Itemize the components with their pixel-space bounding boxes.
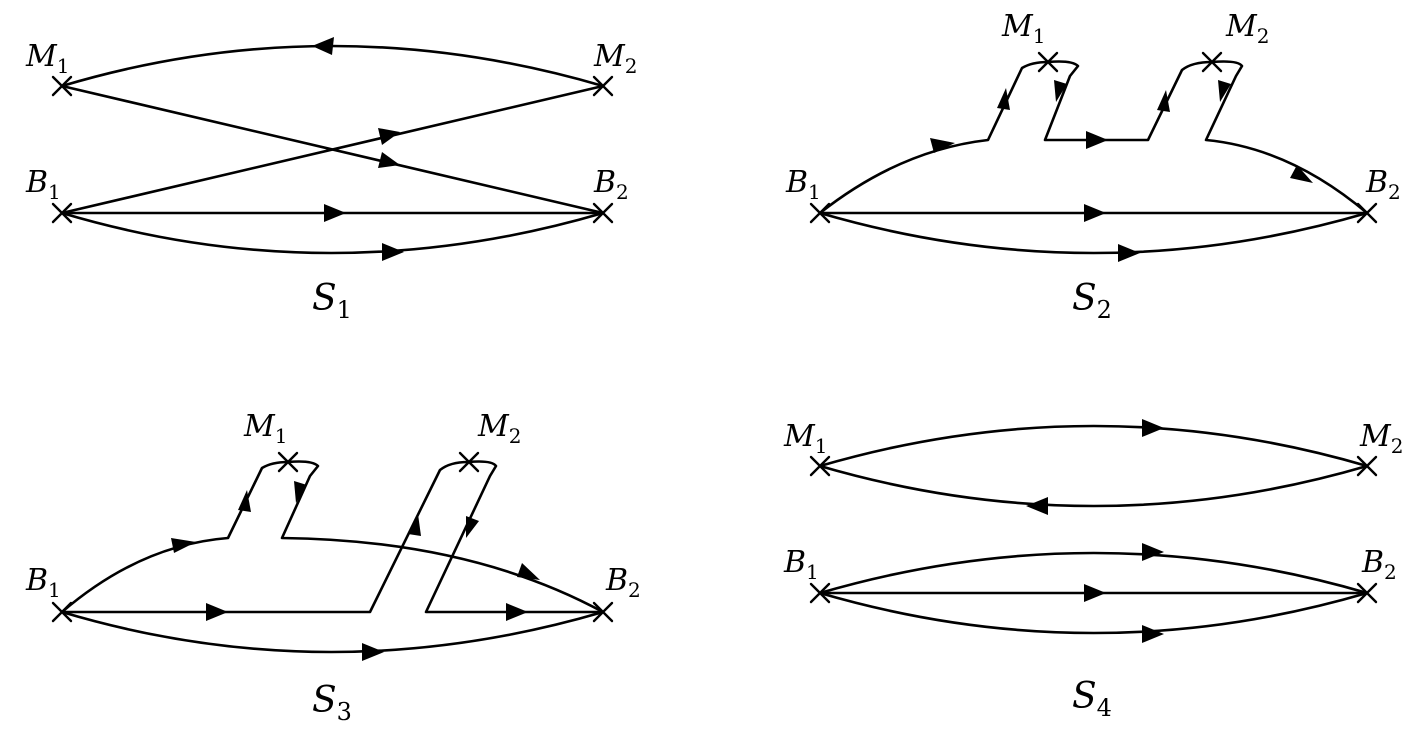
s2-arrow-m2-down xyxy=(1218,80,1231,102)
s2-vertex-m1 xyxy=(1037,51,1059,73)
s3-label-m1: M1 xyxy=(243,409,287,448)
s3-arrow-straight-b2 xyxy=(506,603,528,621)
s3-caption: S3 xyxy=(312,680,352,726)
s2-arrow-b-straight xyxy=(1084,204,1106,222)
s1-arrow-b1-m2 xyxy=(378,128,400,145)
s2-vertex-b2 xyxy=(1356,202,1378,224)
s4-label-m1: M1 xyxy=(783,419,827,458)
s4-label-m2: M2 xyxy=(1359,419,1403,458)
s1-arrow-b-arc xyxy=(382,243,404,261)
s3-label-b2: B2 xyxy=(605,563,641,602)
s1-label-b2: B2 xyxy=(593,165,629,204)
s1-vertex-m1 xyxy=(51,75,73,97)
s2-arrow-up-m1 xyxy=(997,88,1010,110)
s2-label-m1: M1 xyxy=(1001,9,1045,48)
diagram-s4: M1 M2 B1 B2 S4 xyxy=(783,419,1403,722)
s2-vertex-m2 xyxy=(1201,51,1223,73)
s4-vertex-m1 xyxy=(809,455,831,477)
s3-line-m1-path xyxy=(60,460,605,614)
s2-label-b2: B2 xyxy=(1365,165,1401,204)
s1-caption: S1 xyxy=(312,278,352,324)
s2-arrow-mid xyxy=(1086,131,1108,149)
s1-line-b-arc xyxy=(60,211,605,255)
s1-arrow-m-arc xyxy=(312,37,334,55)
s1-line-m-arc xyxy=(60,44,605,88)
s3-vertex-m2 xyxy=(458,451,480,473)
s4-line-b-upper xyxy=(818,551,1369,595)
s1-arrow-m1-b2 xyxy=(378,152,400,168)
s1-vertex-b1 xyxy=(51,202,73,224)
s4-vertex-b1 xyxy=(809,582,831,604)
s4-label-b1: B1 xyxy=(783,545,819,584)
s4-line-b-lower xyxy=(818,591,1369,635)
diagram-s3: M1 M2 B1 B2 S3 xyxy=(25,409,641,726)
s4-arrow-b-straight xyxy=(1084,584,1106,602)
s3-label-m2: M2 xyxy=(477,409,521,448)
s3-vertex-b2 xyxy=(592,601,614,623)
s3-arrow-b-arc xyxy=(362,643,384,661)
diagram-s1: M1 M2 B1 B2 S1 xyxy=(25,37,637,324)
s4-arrow-m-lower xyxy=(1026,497,1048,515)
s3-vertex-m1 xyxy=(277,451,299,473)
s1-arrow-b-straight xyxy=(324,204,346,222)
s4-line-m-lower xyxy=(818,464,1369,508)
s2-label-b1: B1 xyxy=(785,165,821,204)
s1-vertex-m2 xyxy=(592,75,614,97)
s2-arrow-m1-down xyxy=(1054,80,1067,102)
s2-arrow-down-b2 xyxy=(1290,165,1313,183)
s3-arrow-m1-down xyxy=(294,481,307,503)
s1-label-m2: M2 xyxy=(593,39,637,78)
s4-vertex-b2 xyxy=(1356,582,1378,604)
s4-arrow-b-upper xyxy=(1142,543,1164,561)
s4-label-b2: B2 xyxy=(1361,545,1397,584)
s2-arrow-b-arc xyxy=(1118,244,1140,262)
s3-arrow-b1-up xyxy=(171,538,196,553)
s2-label-m2: M2 xyxy=(1225,9,1269,48)
s4-arrow-b-lower xyxy=(1142,625,1164,643)
diagram-s2: M1 M2 B1 B2 S2 xyxy=(785,9,1401,324)
s4-line-m-upper xyxy=(818,424,1369,468)
s4-arrow-m-upper xyxy=(1142,419,1164,437)
s3-arrow-b1-straight xyxy=(206,603,228,621)
s3-line-m2-path xyxy=(60,460,605,614)
s3-arrow-m2-down xyxy=(466,516,479,538)
s4-caption: S4 xyxy=(1072,676,1112,722)
s2-arrow-up-m2 xyxy=(1157,90,1170,112)
s4-vertex-m2 xyxy=(1356,455,1378,477)
s1-line-b1-m2 xyxy=(60,84,605,215)
s2-caption: S2 xyxy=(1072,278,1112,324)
s3-arrow-up-m2 xyxy=(408,514,421,536)
s3-line-b-arc xyxy=(60,610,605,654)
s3-label-b1: B1 xyxy=(25,563,61,602)
s1-vertex-b2 xyxy=(592,202,614,224)
s2-line-b-arc xyxy=(818,211,1369,255)
s1-label-b1: B1 xyxy=(25,165,61,204)
s1-label-m1: M1 xyxy=(25,39,69,78)
s2-vertex-b1 xyxy=(809,202,831,224)
s2-arrow-b1-up xyxy=(930,138,955,153)
s3-arrow-up-m1 xyxy=(238,490,251,512)
s3-arrow-arc-b2 xyxy=(517,563,540,580)
s3-vertex-b1 xyxy=(51,601,73,623)
